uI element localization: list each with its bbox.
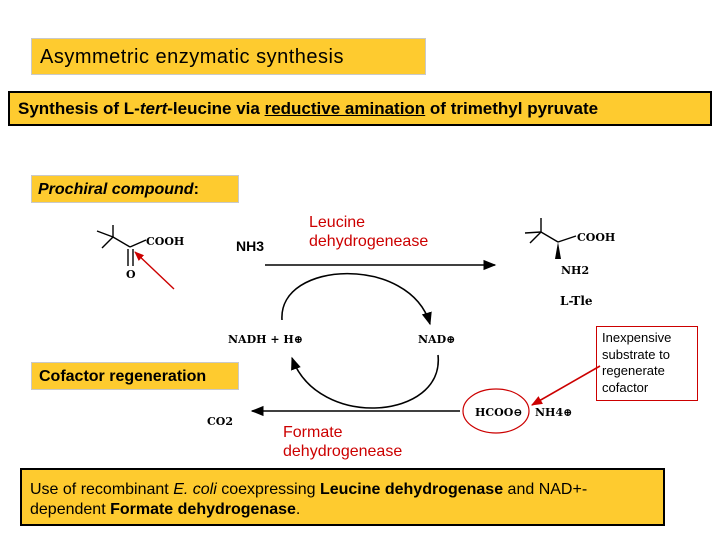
reactant-oxygen: O [126, 268, 136, 281]
product-name: L-Tle [560, 294, 593, 308]
prochiral-label: Prochiral compound: [31, 175, 239, 203]
note-line-3: regenerate [602, 363, 665, 378]
product-nh2: NH2 [561, 264, 589, 277]
slide-title-text: Asymmetric enzymatic synthesis [40, 46, 344, 68]
note-pointer-arrow [531, 365, 601, 406]
nadh-label: NADH + H⊕ [228, 333, 303, 346]
cofactor-regeneration-text: Cofactor regeneration [39, 368, 207, 385]
reactant-cooh: COOH [146, 235, 184, 248]
footer-part-4: . [295, 501, 301, 518]
product-wedge-bond [555, 242, 561, 259]
footer-enzyme-2: Formate dehydrogenase [110, 501, 296, 518]
co2-label: CO2 [207, 415, 233, 428]
cofactor-regeneration-label: Cofactor regeneration [31, 362, 239, 390]
prochiral-label-text: Prochiral compound [38, 181, 194, 198]
reactant-bond [112, 236, 131, 248]
ammonium-label: NH4⊕ [535, 406, 572, 419]
reactant-bond [96, 230, 114, 238]
ammonia-label: NH3 [236, 238, 264, 254]
footer-enzyme-1: Leucine dehydrogenase [319, 481, 504, 498]
formate-highlight-circle [462, 388, 530, 434]
reactant-structure [96, 225, 147, 266]
reactant-bond [129, 239, 147, 248]
subtitle-italic-tert: tert [139, 99, 168, 118]
prochiral-pointer-arrow [134, 251, 175, 290]
slide-title: Asymmetric enzymatic synthesis [31, 38, 426, 75]
footer-note: Use of recombinant E. coli coexpressing … [20, 468, 665, 526]
leucine-label-line2: dehydrogenease [309, 233, 429, 250]
nad-label: NAD⊕ [418, 333, 455, 346]
formate-label-line2: dehydrogenease [283, 443, 403, 460]
ammonia-text: NH3 [236, 238, 265, 254]
footer-part-1: Use of recombinant [30, 481, 174, 498]
cycle-lower-arrow [291, 354, 439, 409]
footer-part-2: coexpressing [216, 481, 320, 498]
product-cooh: COOH [577, 231, 615, 244]
product-structure [524, 218, 577, 259]
formate-label: HCOO⊖ [475, 406, 523, 419]
reactant-bond [101, 236, 114, 249]
subtitle-underlined-term: reductive amination [264, 99, 426, 118]
prochiral-colon: : [193, 181, 199, 198]
leucine-dehydrogenase-label: Leucine dehydrogenease [309, 213, 428, 251]
leucine-label-line1: Leucine [309, 214, 366, 231]
subtitle-part-2: -leucine via [167, 99, 265, 118]
note-line-1: Inexpensive [602, 330, 672, 345]
formate-label-line1: Formate [283, 424, 343, 441]
note-line-2: substrate to [602, 346, 670, 362]
cycle-upper-arrow [281, 272, 432, 326]
formate-dehydrogenase-label: Formate dehydrogenease [283, 423, 402, 461]
footer-part-3: and NAD+-dependent [30, 481, 588, 518]
subtitle-part-1: Synthesis of L- [18, 99, 140, 118]
product-bond [529, 231, 542, 244]
subtitle-part-3: of trimethyl pyruvate [425, 99, 599, 118]
note-line-4: cofactor [602, 379, 649, 395]
product-bond [557, 235, 577, 243]
footer-organism: E. coli [173, 481, 217, 498]
product-bond [540, 231, 559, 243]
subtitle-banner: Synthesis of L-tert-leucine via reductiv… [8, 91, 712, 126]
product-bond [524, 231, 542, 234]
inexpensive-substrate-note: Inexpensive substrate to regenerate cofa… [596, 326, 698, 401]
